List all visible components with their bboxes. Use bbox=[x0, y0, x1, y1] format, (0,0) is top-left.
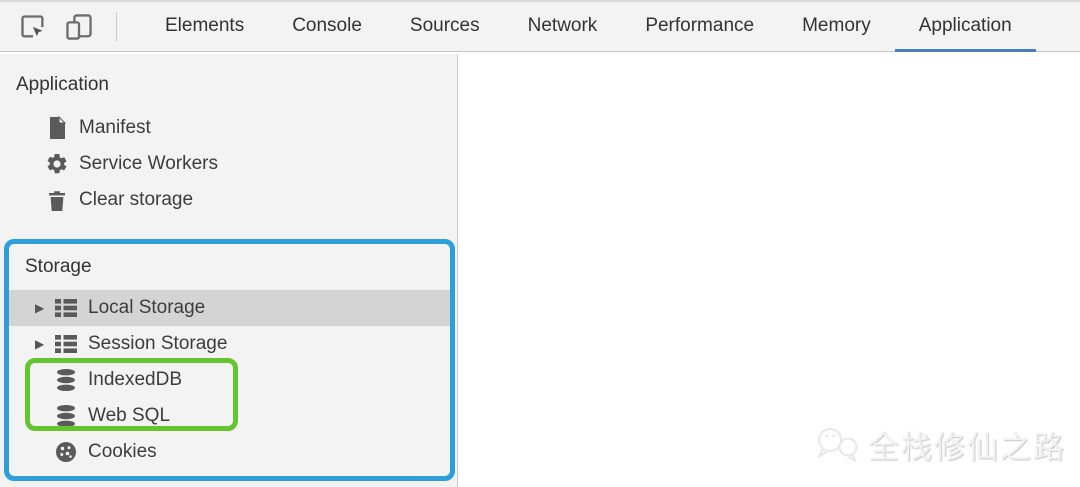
sidebar-item-label: IndexedDB bbox=[88, 369, 183, 390]
tab-application[interactable]: Application bbox=[894, 2, 1036, 52]
storage-tree: ▶ Local Storage ▶ bbox=[9, 290, 450, 470]
application-section: Application Manifest Service Workers bbox=[0, 54, 457, 218]
watermark-text: 全栈修仙之路 bbox=[868, 430, 1066, 465]
toggle-device-toolbar-button[interactable] bbox=[62, 10, 96, 44]
storage-section-title: Storage bbox=[25, 256, 92, 277]
sidebar-item-label: Local Storage bbox=[88, 297, 206, 318]
tab-sources[interactable]: Sources bbox=[409, 14, 480, 36]
toolbar-separator bbox=[116, 12, 117, 41]
cookie-icon bbox=[53, 440, 79, 464]
tab-memory[interactable]: Memory bbox=[802, 14, 871, 36]
watermark: 全栈修仙之路 bbox=[814, 422, 1066, 467]
gear-icon bbox=[44, 152, 70, 176]
sidebar-item-clear-storage[interactable]: Clear storage bbox=[0, 182, 457, 218]
sidebar-item-local-storage[interactable]: ▶ Local Storage bbox=[9, 290, 450, 326]
application-section-title: Application bbox=[16, 74, 109, 95]
sidebar-item-session-storage[interactable]: ▶ Session Storage bbox=[9, 326, 450, 362]
devtools-tab-bar: Elements Console Sources Network Perform… bbox=[141, 2, 1036, 52]
tab-performance[interactable]: Performance bbox=[645, 14, 755, 36]
devtools-toolbar: Elements Console Sources Network Perform… bbox=[0, 2, 1080, 52]
sidebar-item-label: Service Workers bbox=[79, 153, 219, 174]
inspect-element-icon bbox=[19, 13, 47, 41]
tab-elements[interactable]: Elements bbox=[165, 14, 245, 36]
sidebar-item-label: Web SQL bbox=[88, 405, 171, 426]
toggle-device-toolbar-icon bbox=[64, 13, 94, 41]
toolbar-icon-group bbox=[0, 2, 108, 51]
application-panel-sidebar: Application Manifest Service Workers bbox=[0, 54, 458, 487]
table-icon bbox=[53, 296, 79, 320]
sidebar-item-web-sql[interactable]: Web SQL bbox=[9, 398, 450, 434]
database-icon bbox=[53, 404, 79, 428]
storage-section-annotation-box: Storage ▶ Local Storage bbox=[4, 239, 455, 481]
sidebar-item-manifest[interactable]: Manifest bbox=[0, 110, 457, 146]
chevron-right-icon[interactable]: ▶ bbox=[35, 301, 45, 315]
database-icon bbox=[53, 368, 79, 392]
sidebar-item-label: Manifest bbox=[79, 117, 151, 138]
tab-console[interactable]: Console bbox=[292, 14, 362, 36]
table-icon bbox=[53, 332, 79, 356]
wechat-icon bbox=[814, 425, 862, 465]
sidebar-item-service-workers[interactable]: Service Workers bbox=[0, 146, 457, 182]
sidebar-item-label: Session Storage bbox=[88, 333, 228, 354]
chevron-right-icon[interactable]: ▶ bbox=[35, 337, 45, 351]
sidebar-item-label: Cookies bbox=[88, 441, 157, 462]
sidebar-item-cookies[interactable]: Cookies bbox=[9, 434, 450, 470]
application-panel-content: 全栈修仙之路 bbox=[459, 54, 1080, 485]
document-icon bbox=[44, 116, 70, 140]
tab-network[interactable]: Network bbox=[527, 14, 598, 36]
trash-icon bbox=[44, 188, 70, 212]
inspect-element-button[interactable] bbox=[16, 10, 50, 44]
sidebar-item-label: Clear storage bbox=[79, 189, 194, 210]
sidebar-item-indexeddb[interactable]: IndexedDB bbox=[9, 362, 450, 398]
